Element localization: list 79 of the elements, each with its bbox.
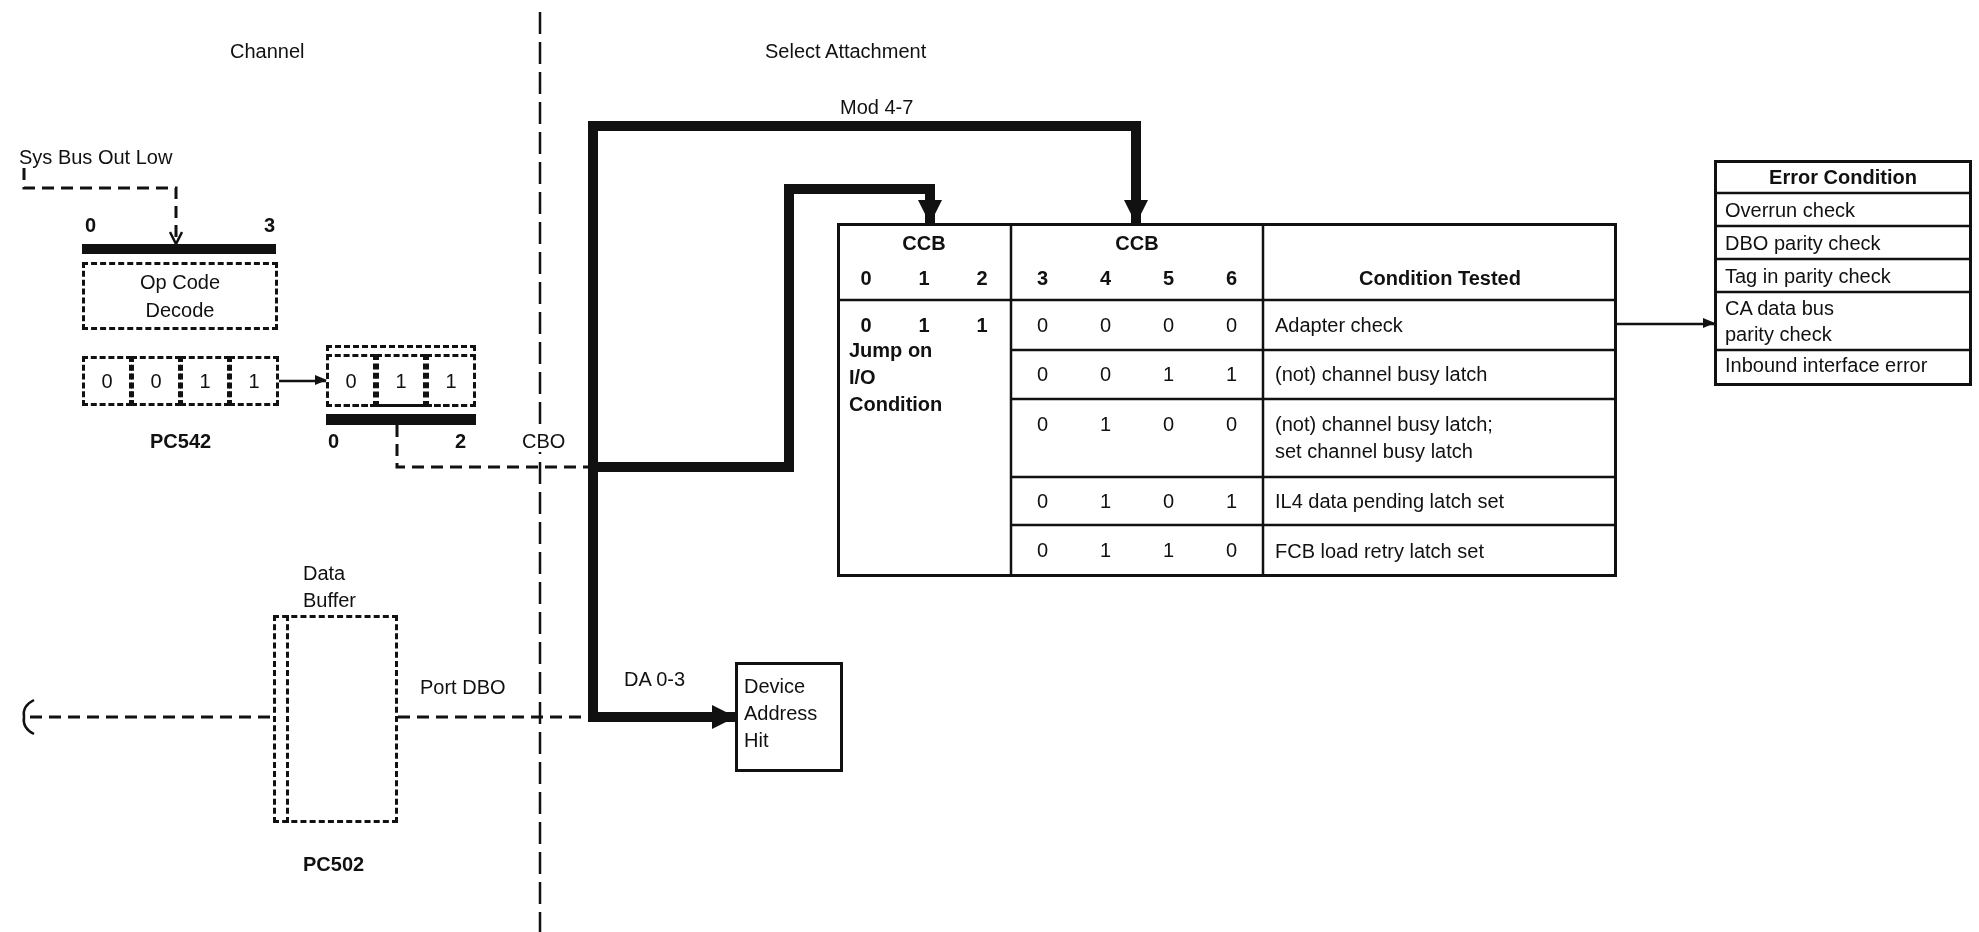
column-header: 5 — [1161, 265, 1176, 291]
bit-value: 0 — [1035, 488, 1050, 514]
column-header: 2 — [975, 265, 989, 291]
bit-value: 0 — [1035, 312, 1050, 338]
bit-value: 0 — [1224, 312, 1239, 338]
bit-value: 0 — [1035, 537, 1050, 563]
part-number: PC542 — [150, 430, 212, 452]
bit-value: 1 — [975, 312, 989, 338]
error-text: Tag in parity check — [1724, 263, 1892, 289]
block-title: Data Buffer — [303, 561, 357, 613]
bit-index: 0 — [328, 430, 340, 452]
condition-text: (not) channel busy latch — [1274, 362, 1489, 387]
bus-arrow — [598, 705, 736, 729]
arrow — [22, 168, 184, 246]
bit-value: 0 — [859, 312, 873, 338]
column-header: 4 — [1098, 265, 1113, 291]
bit-value: 1 — [1161, 537, 1176, 563]
column-header: 3 — [1035, 265, 1050, 291]
error-text: Inbound interface error — [1724, 353, 1929, 378]
edge-label: CBO — [520, 430, 568, 452]
condition-text: FCB load retry latch set — [1274, 538, 1485, 564]
arrow — [1617, 318, 1715, 328]
bit-value: 1 — [1098, 537, 1113, 563]
bit-value: 1 — [1224, 488, 1239, 514]
error-table — [1714, 160, 1972, 386]
arrow — [279, 375, 327, 385]
bit-value: 0 — [1035, 362, 1050, 387]
bit-value: 0 — [1224, 537, 1239, 563]
bit-value: 1 — [1098, 488, 1113, 514]
bit-index: 2 — [455, 430, 467, 452]
register-bit: 0 — [326, 354, 376, 407]
bit-index: 0 — [85, 214, 97, 236]
bit-value: 1 — [917, 312, 931, 338]
condition-text: Adapter check — [1274, 312, 1404, 338]
register-bit: 1 — [376, 354, 426, 407]
bit-value: 1 — [1224, 362, 1239, 387]
register-bit: 1 — [229, 356, 279, 406]
condition-text: IL4 data pending latch set — [1274, 488, 1506, 514]
bus-arrow — [598, 184, 942, 472]
connector-line — [395, 425, 588, 469]
register-bar — [326, 414, 476, 425]
bit-value: 0 — [1161, 411, 1176, 437]
register-bit: 0 — [131, 356, 181, 406]
bit-value: 0 — [1098, 362, 1113, 387]
bit-value: 0 — [1161, 488, 1176, 514]
register-bar — [82, 244, 276, 254]
column-header: Condition Tested — [1358, 265, 1522, 291]
error-text: Overrun check — [1724, 197, 1857, 223]
connector-line — [30, 715, 273, 719]
bit-value: 0 — [1035, 411, 1050, 437]
column-header: 6 — [1224, 265, 1239, 291]
condition-table — [837, 223, 1617, 577]
bit-value: 1 — [1098, 411, 1113, 437]
section-title: Select Attachment — [765, 40, 927, 62]
column-header: 0 — [859, 265, 873, 291]
part-number: PC502 — [303, 853, 365, 875]
condition-text: (not) channel busy latch; set channel busy latch — [1274, 412, 1494, 464]
bit-value: 0 — [1161, 312, 1176, 338]
section-title: Channel — [230, 40, 305, 62]
register-bit: 1 — [426, 354, 476, 407]
error-text: DBO parity check — [1724, 230, 1882, 256]
register-bit: 1 — [180, 356, 230, 406]
column-header: Error Condition — [1768, 164, 1918, 190]
bit-value: 0 — [1098, 312, 1113, 338]
register-box — [326, 345, 476, 407]
process-box: Device Address Hit — [735, 662, 843, 772]
row-heading: Jump on I/O Condition — [848, 338, 944, 417]
column-header: CCB — [1114, 230, 1160, 256]
decode-box: Op Code Decode — [82, 262, 278, 330]
bit-index: 3 — [264, 214, 276, 236]
error-text: CA data bus parity check — [1724, 296, 1835, 347]
signal-label: Sys Bus Out Low — [19, 146, 173, 168]
register-bit: 0 — [82, 356, 132, 406]
bit-value: 1 — [1161, 362, 1176, 387]
bit-value: 0 — [1224, 411, 1239, 437]
column-header: 1 — [917, 265, 931, 291]
bus-bar — [588, 462, 598, 722]
column-header: CCB — [901, 230, 947, 256]
bus-arrow — [588, 121, 1148, 462]
